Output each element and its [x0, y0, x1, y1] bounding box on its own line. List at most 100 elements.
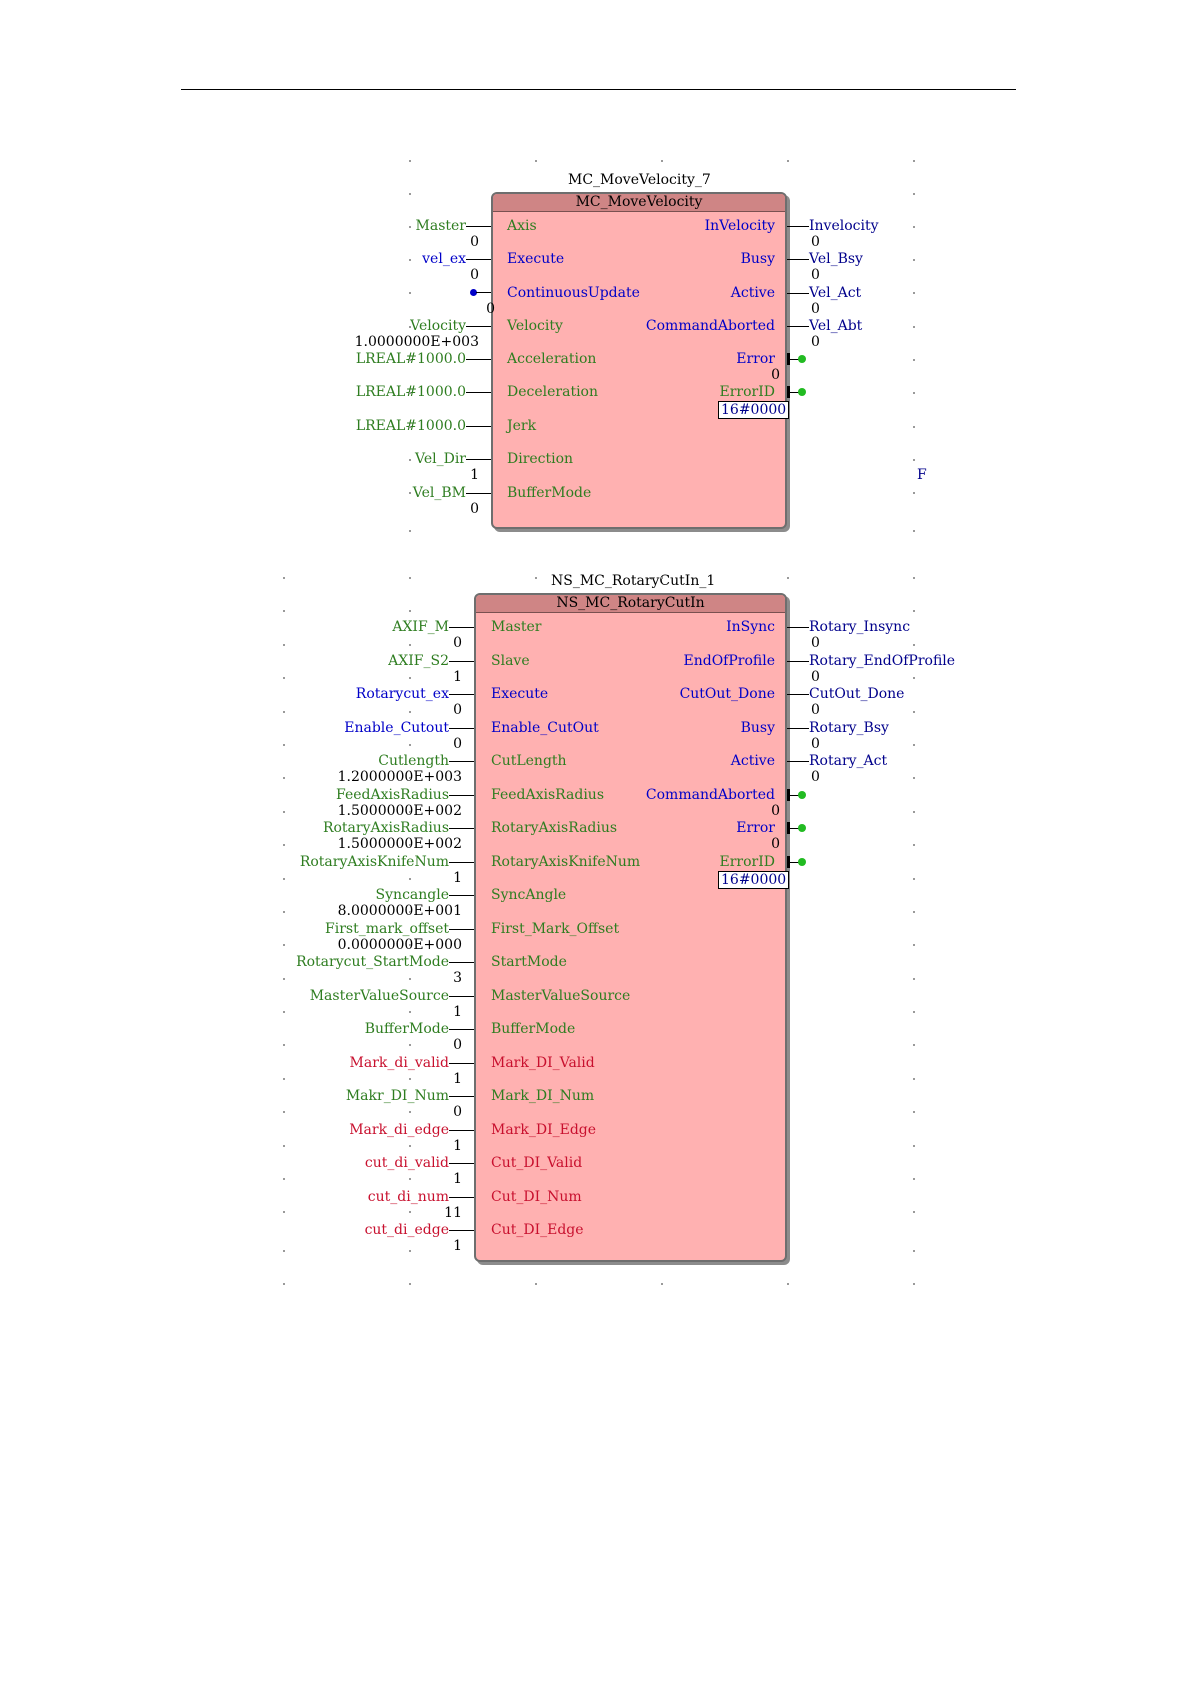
wire: [449, 694, 474, 695]
wire: [449, 862, 474, 863]
grid-dot: [283, 1111, 285, 1113]
b2-pin-rotaryaxisradius[interactable]: RotaryAxisRadius: [491, 820, 618, 836]
b2-var-cut-di-edge[interactable]: cut_di_edge: [364, 1222, 449, 1238]
b2-var-mark-di-valid[interactable]: Mark_di_valid: [349, 1055, 449, 1071]
output-bar: [787, 856, 790, 868]
wire: [449, 996, 474, 997]
function-block-ns-mc-rotarycutin[interactable]: NS_MC_RotaryCutIn: [474, 593, 787, 1262]
var-vel-dir[interactable]: Vel_Dir: [415, 451, 466, 467]
page-header-rule: [181, 89, 1016, 90]
b2-out-pin-cutout-done[interactable]: CutOut_Done: [679, 686, 775, 702]
b2-var-makr-di-num[interactable]: Makr_DI_Num: [345, 1088, 449, 1104]
grid-dot: [913, 160, 915, 162]
b2-pin-cut-di-num[interactable]: Cut_DI_Num: [491, 1189, 582, 1205]
grid-dot: [409, 610, 411, 612]
b2-var-rotarycut-startmode[interactable]: Rotarycut_StartMode: [296, 954, 449, 970]
b2-var-axif-m[interactable]: AXIF_M: [392, 619, 449, 635]
pin-acceleration[interactable]: Acceleration: [507, 351, 597, 367]
b2-pin-syncangle[interactable]: SyncAngle: [491, 887, 567, 903]
pin-error[interactable]: Error: [736, 351, 775, 367]
b2-out-pin-commandaborted[interactable]: CommandAborted: [645, 787, 775, 803]
b2-var-enable-cutout[interactable]: Enable_Cutout: [344, 720, 449, 736]
b2-pin-first-mark-offset[interactable]: First_Mark_Offset: [491, 921, 620, 937]
b2-pin-cut-di-edge[interactable]: Cut_DI_Edge: [491, 1222, 584, 1238]
val-buffermode: 0: [470, 501, 479, 517]
wire: [466, 493, 491, 494]
status-ok-dot: [798, 858, 806, 866]
val-errorid: 16#0000: [718, 401, 790, 419]
b2-pin-cut-di-valid[interactable]: Cut_DI_Valid: [491, 1155, 583, 1171]
b2-var-buffermode[interactable]: BufferMode: [364, 1021, 449, 1037]
b2-pin-cutlength[interactable]: CutLength: [491, 753, 567, 769]
pin-buffermode[interactable]: BufferMode: [507, 485, 592, 501]
var-vel-bsy[interactable]: Vel_Bsy: [809, 251, 863, 267]
b2-var-axif-s2[interactable]: AXIF_S2: [388, 653, 449, 669]
var-vel-ex[interactable]: vel_ex: [422, 251, 466, 267]
var-velocity[interactable]: Velocity: [410, 318, 466, 334]
b2-out-var-rotary-act[interactable]: Rotary_Act: [809, 753, 888, 769]
b2-out-var-rotary-endofprofile[interactable]: Rotary_EndOfProfile: [809, 653, 956, 669]
pin-direction[interactable]: Direction: [507, 451, 574, 467]
b2-pin-execute[interactable]: Execute: [491, 686, 549, 702]
pin-active[interactable]: Active: [730, 285, 775, 301]
b2-out-pin-insync[interactable]: InSync: [726, 619, 775, 635]
b2-out-pin-busy[interactable]: Busy: [740, 720, 775, 736]
wire: [449, 728, 474, 729]
b2-pin-mastervaluesource[interactable]: MasterValueSource: [491, 988, 631, 1004]
pin-continuousupdate[interactable]: ContinuousUpdate: [507, 285, 640, 301]
pin-execute[interactable]: Execute: [507, 251, 565, 267]
b2-val-startmode: 3: [453, 970, 462, 986]
b2-pin-mark-di-edge[interactable]: Mark_DI_Edge: [491, 1122, 597, 1138]
negation-dot: [470, 289, 477, 296]
b2-var-rotarycut-ex[interactable]: Rotarycut_ex: [355, 686, 449, 702]
b2-var-mastervaluesource[interactable]: MasterValueSource: [309, 988, 449, 1004]
var-vel-act[interactable]: Vel_Act: [809, 285, 862, 301]
var-vel-bm[interactable]: Vel_BM: [412, 485, 466, 501]
b2-out-var-rotary-bsy[interactable]: Rotary_Bsy: [809, 720, 889, 736]
b2-var-cutlength[interactable]: Cutlength: [378, 753, 449, 769]
b2-out-pin-endofprofile[interactable]: EndOfProfile: [683, 653, 776, 669]
b2-var-rotaryaxisknifenum[interactable]: RotaryAxisKnifeNum: [299, 854, 449, 870]
wire: [449, 962, 474, 963]
b2-out-pin-active[interactable]: Active: [730, 753, 775, 769]
b2-var-syncangle[interactable]: Syncangle: [375, 887, 449, 903]
b2-pin-rotaryaxisknifenum[interactable]: RotaryAxisKnifeNum: [491, 854, 641, 870]
wire: [790, 359, 801, 360]
val-direction: 1: [470, 467, 479, 483]
wire: [787, 694, 809, 695]
function-block-mc-movevelocity[interactable]: MC_MoveVelocity: [491, 192, 787, 529]
b2-var-mark-di-edge[interactable]: Mark_di_edge: [349, 1122, 449, 1138]
b2-var-feedaxisradius[interactable]: FeedAxisRadius: [336, 787, 449, 803]
pin-busy[interactable]: Busy: [740, 251, 775, 267]
b2-pin-startmode[interactable]: StartMode: [491, 954, 567, 970]
grid-dot: [913, 711, 915, 713]
b2-pin-slave[interactable]: Slave: [491, 653, 530, 669]
b2-var-cut-di-valid[interactable]: cut_di_valid: [364, 1155, 449, 1171]
b2-var-first-mark-offset[interactable]: First_mark_offset: [325, 921, 449, 937]
b2-pin-master[interactable]: Master: [491, 619, 542, 635]
var-master[interactable]: Master: [415, 218, 466, 234]
pin-axis[interactable]: Axis: [507, 218, 537, 234]
pin-errorid[interactable]: ErrorID: [719, 384, 775, 400]
b2-out-pin-error[interactable]: Error: [736, 820, 775, 836]
pin-commandaborted[interactable]: CommandAborted: [645, 318, 775, 334]
pin-deceleration[interactable]: Deceleration: [507, 384, 598, 400]
pin-invelocity[interactable]: InVelocity: [704, 218, 775, 234]
b2-pin-enable-cutout[interactable]: Enable_CutOut: [491, 720, 599, 736]
b2-pin-buffermode[interactable]: BufferMode: [491, 1021, 576, 1037]
b2-out-var-rotary-insync[interactable]: Rotary_Insync: [809, 619, 911, 635]
b2-pin-mark-di-num[interactable]: Mark_DI_Num: [491, 1088, 595, 1104]
var-vel-abt[interactable]: Vel_Abt: [809, 318, 863, 334]
b2-out-var-cutout-done[interactable]: CutOut_Done: [809, 686, 905, 702]
b2-var-rotaryaxisradius[interactable]: RotaryAxisRadius: [322, 820, 449, 836]
b2-out-pin-errorid[interactable]: ErrorID: [719, 854, 775, 870]
var-invelocity[interactable]: Invelocity: [809, 218, 879, 234]
b2-pin-mark-di-valid[interactable]: Mark_DI_Valid: [491, 1055, 595, 1071]
pin-velocity[interactable]: Velocity: [507, 318, 563, 334]
grid-dot: [409, 1044, 411, 1046]
wire: [787, 326, 809, 327]
b2-pin-feedaxisradius[interactable]: FeedAxisRadius: [491, 787, 604, 803]
pin-jerk[interactable]: Jerk: [507, 418, 537, 434]
b2-var-cut-di-num[interactable]: cut_di_num: [367, 1189, 449, 1205]
grid-dot: [787, 160, 789, 162]
